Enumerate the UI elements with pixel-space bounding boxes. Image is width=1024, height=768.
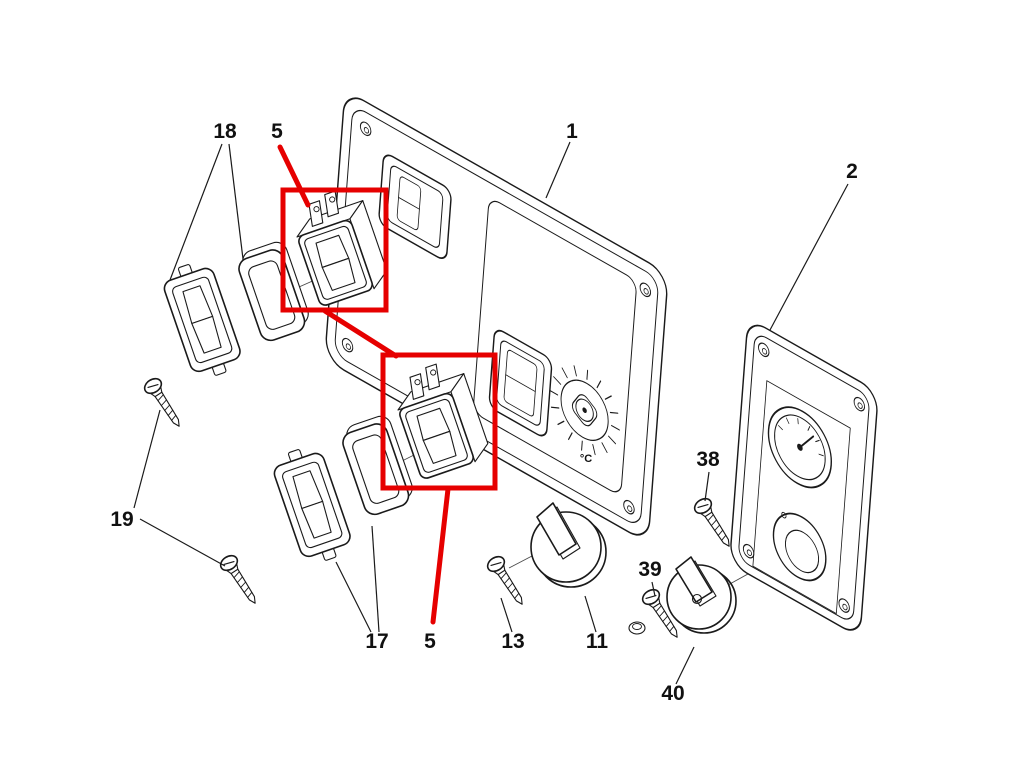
knob-hole-inner: [784, 529, 820, 574]
knob-hole: [772, 511, 827, 582]
thermostat-dial: [549, 365, 620, 456]
dial-knob-ring: [575, 398, 594, 422]
screw-hole-inner: [746, 549, 752, 556]
dial-unit-label: °C: [580, 453, 592, 465]
part-19-screw-a: [141, 374, 188, 432]
leader-line-40: [675, 646, 695, 685]
part-19-screw-b: [217, 551, 264, 609]
push-cap-inner: [632, 623, 642, 630]
leader-line-17-a: [335, 561, 372, 633]
push-cap: [628, 621, 646, 635]
part-18-gasket: [233, 238, 314, 345]
highlight-line-box2-to-label: [430, 486, 451, 625]
assembly-line: [508, 555, 533, 569]
part-label-13: 13: [501, 630, 524, 653]
highlight-line-box1-to-box2: [322, 308, 399, 359]
screw-hole-inner: [761, 348, 768, 355]
screw-hole-inner: [857, 402, 863, 409]
gauge-needle-hub: [797, 443, 803, 451]
screw-hole-inner: [643, 288, 649, 295]
pressure-gauge: [767, 406, 832, 489]
cutout-inner: [386, 165, 444, 248]
cutout-outline: [378, 154, 452, 260]
screw-hole-inner: [363, 126, 370, 134]
gauge-panel: [730, 324, 878, 631]
leader-line-2: [769, 183, 849, 331]
part-label-1: 1: [566, 120, 578, 143]
switch-cutout-upper: [378, 154, 452, 260]
gauge-panel-inner-border: [738, 335, 870, 620]
cutout-inner: [496, 340, 545, 426]
highlight-annotations: [277, 144, 498, 625]
part-label-2: 2: [846, 160, 858, 183]
knob-hole-outer: [772, 512, 827, 582]
screw-hole-inner: [627, 505, 633, 512]
leader-line-18-a: [169, 143, 223, 281]
knob-handle: [675, 556, 713, 603]
part-label-5-bottom: 5: [424, 630, 436, 653]
leader-line-18-b: [228, 143, 244, 260]
leader-line-19-b: [139, 518, 226, 567]
gauge-subplate: [752, 380, 851, 615]
part-17-frame: [268, 441, 357, 569]
knob-center-hole: [691, 593, 703, 605]
leader-line-13: [500, 597, 513, 633]
leader-lines: [133, 141, 849, 685]
leader-line-1: [545, 141, 571, 199]
part-label-19: 19: [110, 508, 133, 531]
cutout-rocker-ridge: [398, 196, 420, 210]
part-label-17: 17: [365, 630, 388, 653]
part-38-screw: [691, 494, 738, 552]
gauge-face: [774, 414, 826, 481]
panel-right-section: [473, 200, 637, 493]
main-panel: [325, 97, 668, 536]
leader-line-19-a: [133, 409, 161, 509]
cutout-rocker-ridge: [505, 374, 536, 393]
gauge-needle: [799, 435, 815, 449]
part-11-knob: [530, 502, 607, 588]
part-label-39: 39: [638, 558, 661, 581]
knob-handle: [536, 502, 577, 556]
pilot-hole: [781, 511, 787, 519]
part-label-40: 40: [661, 682, 684, 705]
screw-hole-inner: [842, 603, 848, 611]
cutout-outline: [488, 329, 553, 437]
part-label-18: 18: [213, 120, 237, 143]
panel-corner-holes: [341, 121, 652, 515]
gauge-ticks: [778, 417, 824, 457]
part-label-38: 38: [696, 448, 720, 471]
highlight-line-label-to-box1: [277, 144, 311, 208]
part-40-knob: [666, 556, 737, 634]
part-13-screw: [484, 552, 531, 610]
part-label-11: 11: [586, 630, 609, 653]
leader-line-39: [651, 581, 656, 597]
part-labels: 18 5 1 2 19 17 5 13 11 38 39 40: [110, 120, 858, 705]
leader-line-17-b: [371, 525, 380, 633]
screw-hole-inner: [345, 343, 351, 350]
switch-cutout-lower: [488, 329, 553, 437]
part-label-5-top: 5: [271, 120, 283, 143]
leader-line-38: [704, 471, 710, 502]
dial-center: [582, 407, 587, 414]
highlight-box-lower-switch: [380, 352, 498, 491]
dial-tick-ring: [549, 365, 620, 456]
leader-line-11: [584, 595, 597, 633]
highlight-box-upper-switch: [280, 187, 389, 313]
